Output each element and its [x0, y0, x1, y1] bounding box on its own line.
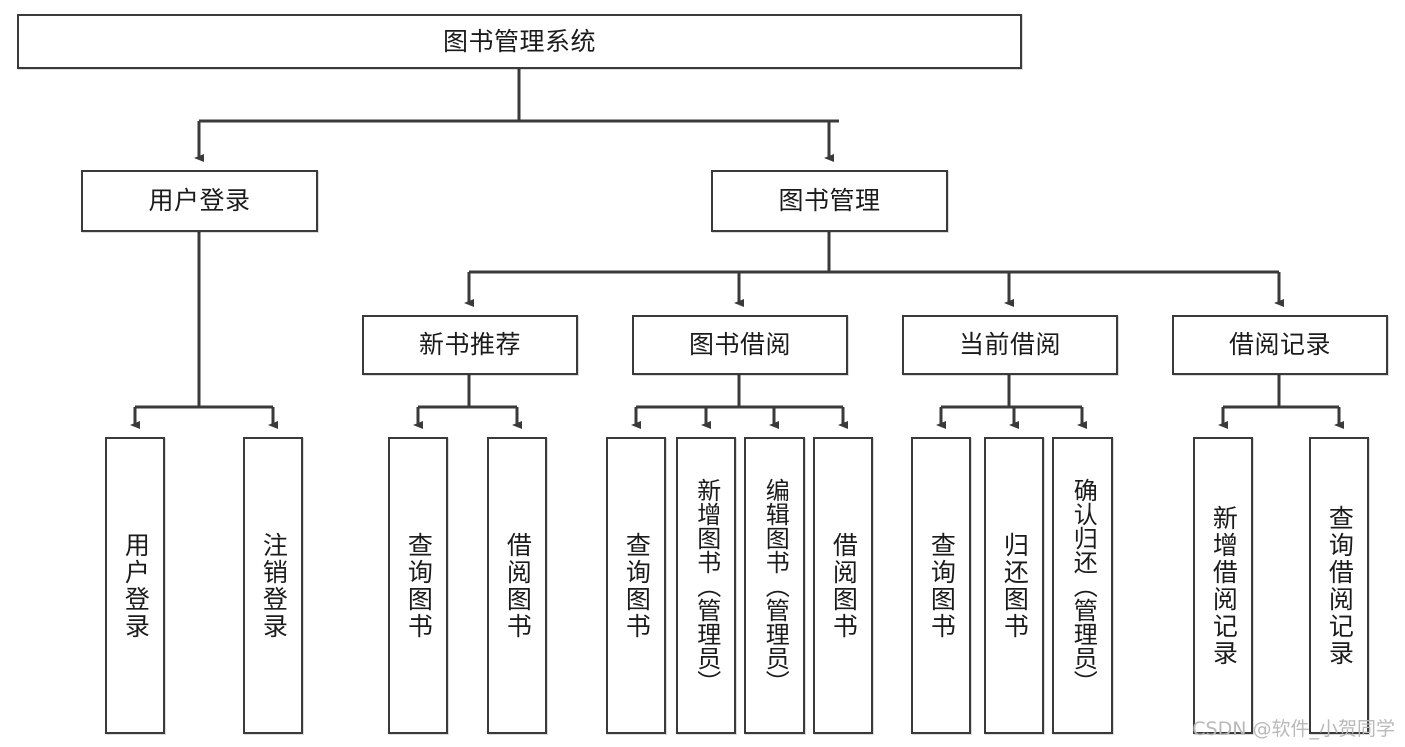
leaf-add-borrow-record-label: 新增借阅记录 — [1209, 504, 1239, 667]
leaf-logout[interactable]: 注销登录 — [243, 437, 303, 734]
node-new-book-recommend-label: 新书推荐 — [418, 330, 521, 359]
leaf-edit-book-admin[interactable]: 编辑图书（管理员） — [744, 437, 805, 734]
leaf-query-borrow-record[interactable]: 查询借阅记录 — [1309, 437, 1369, 734]
node-current-borrow[interactable]: 当前借阅 — [902, 315, 1118, 375]
leaf-confirm-return-admin-label: 确认归还（管理员） — [1069, 477, 1098, 694]
node-root-label: 图书管理系统 — [442, 26, 596, 56]
node-user-login[interactable]: 用户登录 — [81, 170, 318, 232]
leaf-user-login-label: 用户登录 — [121, 531, 151, 640]
leaf-query-books-borrow-label: 查询图书 — [622, 531, 652, 640]
leaf-edit-book-admin-label: 编辑图书（管理员） — [761, 477, 790, 694]
leaf-borrow-book[interactable]: 借阅图书 — [813, 437, 873, 734]
leaf-borrow-books-new-label: 借阅图书 — [503, 531, 533, 640]
leaf-return-book-label: 归还图书 — [1000, 531, 1030, 640]
watermark: CSDN @软件_小贺同学 — [1192, 718, 1395, 740]
leaf-add-borrow-record[interactable]: 新增借阅记录 — [1193, 437, 1253, 734]
node-book-borrow-label: 图书借阅 — [688, 330, 791, 359]
node-current-borrow-label: 当前借阅 — [958, 330, 1061, 359]
leaf-query-books-current[interactable]: 查询图书 — [911, 437, 971, 734]
leaf-add-book-admin[interactable]: 新增图书（管理员） — [676, 437, 736, 734]
node-user-login-label: 用户登录 — [148, 186, 251, 215]
leaf-return-book[interactable]: 归还图书 — [984, 437, 1044, 734]
leaf-confirm-return-admin[interactable]: 确认归还（管理员） — [1052, 437, 1113, 734]
leaf-borrow-books-new[interactable]: 借阅图书 — [487, 437, 547, 734]
node-borrow-records-label: 借阅记录 — [1228, 330, 1331, 359]
node-root[interactable]: 图书管理系统 — [17, 14, 1022, 69]
node-borrow-records[interactable]: 借阅记录 — [1172, 315, 1388, 375]
node-book-borrow[interactable]: 图书借阅 — [632, 315, 848, 375]
node-book-management-label: 图书管理 — [778, 186, 881, 215]
leaf-query-books-current-label: 查询图书 — [927, 531, 957, 640]
leaf-query-borrow-record-label: 查询借阅记录 — [1325, 504, 1355, 667]
leaf-query-books-new[interactable]: 查询图书 — [388, 437, 448, 734]
node-book-management[interactable]: 图书管理 — [711, 170, 948, 232]
leaf-logout-label: 注销登录 — [259, 531, 289, 640]
leaf-query-books-new-label: 查询图书 — [404, 531, 434, 640]
leaf-borrow-book-label: 借阅图书 — [829, 531, 859, 640]
node-new-book-recommend[interactable]: 新书推荐 — [362, 315, 578, 375]
leaf-add-book-admin-label: 新增图书（管理员） — [692, 477, 721, 694]
leaf-user-login[interactable]: 用户登录 — [105, 437, 165, 734]
leaf-query-books-borrow[interactable]: 查询图书 — [606, 437, 666, 734]
